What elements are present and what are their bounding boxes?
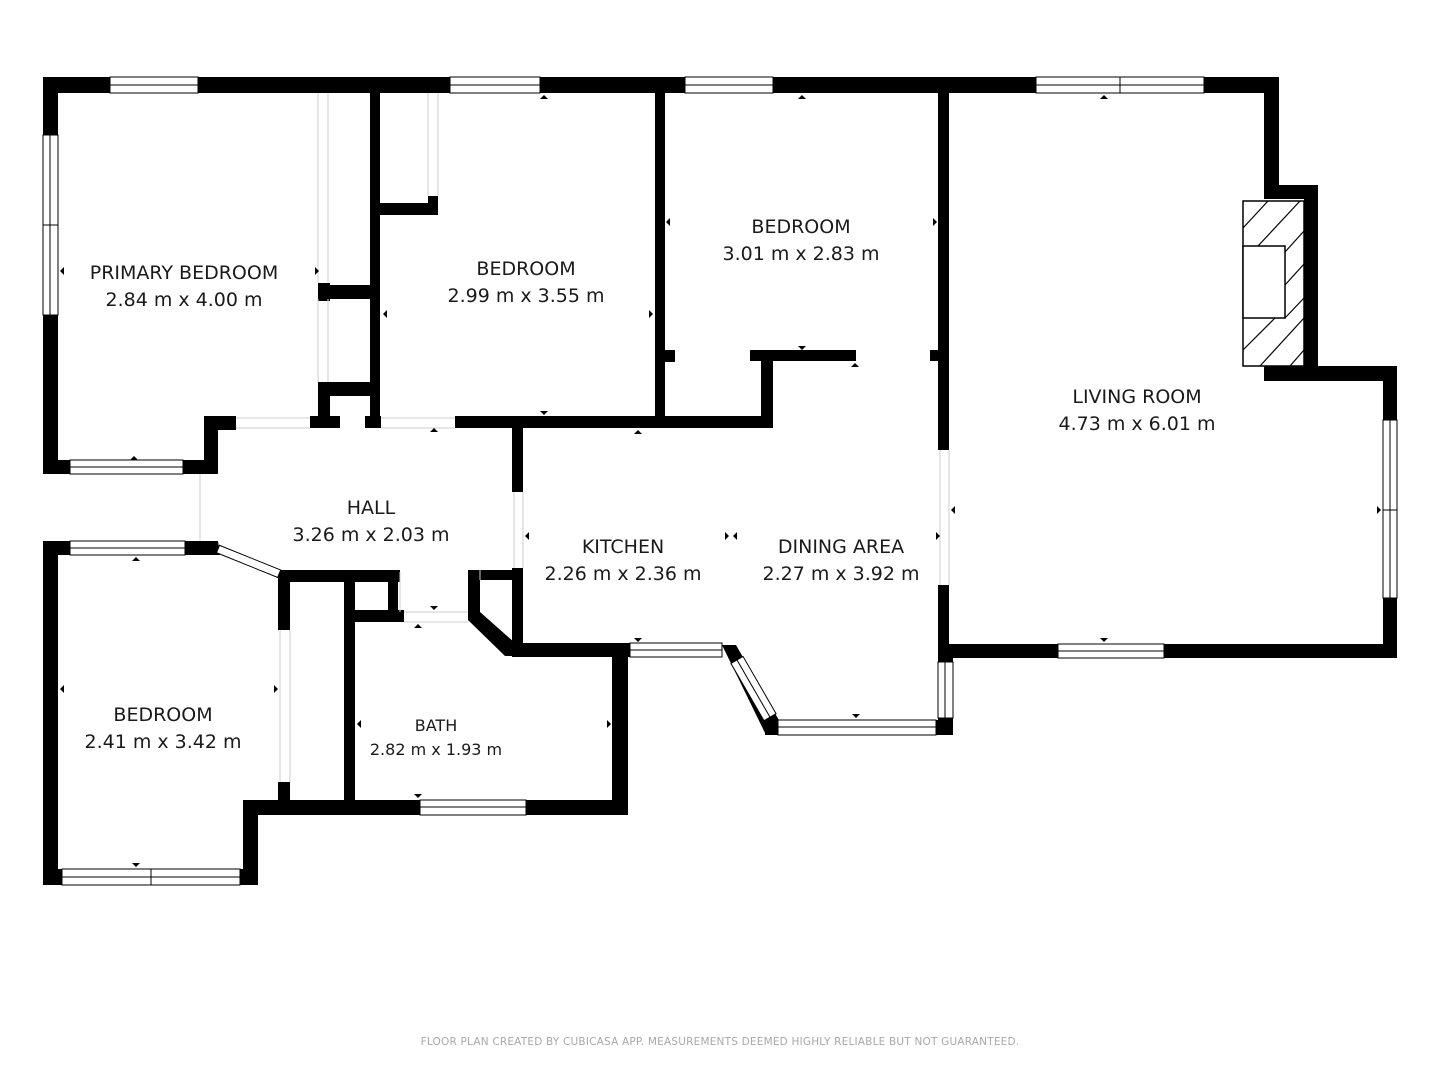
wall-hall-corner (200, 541, 220, 555)
window-bath-bottom (419, 799, 527, 816)
wall-dining-living-lower (938, 585, 949, 658)
wall-bath-left (344, 572, 355, 802)
wall-bed4-step (243, 800, 258, 885)
bedroom-3-dims: 3.01 m x 2.83 m (722, 243, 879, 265)
wall-bath-right (612, 645, 628, 815)
room-labels: PRIMARY BEDROOM 2.84 m x 4.00 m BEDROOM … (84, 216, 1215, 759)
wall-living-right-top (1264, 77, 1279, 199)
measurement-arrows (60, 95, 1381, 867)
bedroom-4-dims: 2.41 m x 3.42 m (84, 731, 241, 753)
wall-bed4-closet-v-low (278, 782, 290, 804)
hall-name: HALL (347, 497, 396, 519)
openings (199, 93, 950, 782)
wall-bed3-living-nub (930, 350, 949, 361)
bath-name: BATH (415, 716, 457, 735)
window-bed2-top (449, 76, 541, 94)
window-living-bottom (1057, 643, 1165, 659)
wall-bed4-left (43, 541, 58, 885)
wall-primary-bottom-step (204, 416, 218, 474)
wall-hall-top-1 (310, 416, 340, 428)
dining-area-dims: 2.27 m x 3.92 m (762, 563, 919, 585)
wall-bath-top-left (344, 610, 404, 622)
wall-closet-shelf-1 (318, 285, 373, 299)
window-bay-right (937, 661, 954, 719)
window-primary-top (109, 76, 199, 94)
wall-hall-kitchen-lower (512, 568, 523, 648)
window-bed3-top (684, 76, 774, 94)
wall-bath-diag (468, 570, 515, 656)
wall-bed4-closet-v (278, 570, 290, 630)
fireplace-icon (1242, 200, 1305, 367)
wall-top (43, 77, 1279, 93)
wall-bed3-closet-h (750, 350, 856, 361)
wall-bed2-closet-v (428, 196, 438, 215)
wall-chimney-right (1304, 185, 1318, 381)
bedroom-2-name: BEDROOM (476, 258, 575, 280)
wall-bath-closet-v (388, 572, 398, 612)
window-living-right (1382, 419, 1398, 599)
kitchen-name: KITCHEN (582, 536, 664, 558)
window-bay-diag (730, 655, 777, 722)
primary-bedroom-name: PRIMARY BEDROOM (90, 262, 278, 284)
wall-bed2-bottom (455, 416, 770, 428)
wall-primary-closet-v (370, 90, 380, 426)
walls (43, 77, 1397, 885)
wall-closet-shelf-2 (318, 382, 373, 396)
bedroom-4-name: BEDROOM (113, 704, 212, 726)
window-bay-bottom (777, 719, 937, 736)
kitchen-dims: 2.26 m x 2.36 m (544, 563, 701, 585)
hall-dims: 3.26 m x 2.03 m (292, 524, 449, 546)
window-primary-bottom (69, 459, 184, 475)
wall-bed3-closet-v (761, 352, 773, 428)
window-living-top (1035, 76, 1205, 94)
wall-hall-top-2 (365, 416, 381, 428)
wall-bed3-living (938, 90, 949, 450)
wall-bed3-nub (655, 350, 675, 362)
primary-bedroom-dims: 2.84 m x 4.00 m (105, 289, 262, 311)
footer-disclaimer: FLOOR PLAN CREATED BY CUBICASA APP. MEAS… (420, 1036, 1020, 1048)
wall-chimney-bottom (1264, 366, 1397, 381)
wall-hall-bottom (278, 570, 400, 582)
living-room-name: LIVING ROOM (1072, 386, 1201, 408)
windows (42, 76, 1398, 886)
bath-dims: 2.82 m x 1.93 m (370, 740, 502, 759)
wall-living-bottom (938, 644, 1397, 658)
window-bed4-top (69, 540, 186, 556)
window-bed4-bottom (61, 868, 241, 886)
living-room-dims: 4.73 m x 6.01 m (1058, 413, 1215, 435)
wall-hall-top-left (204, 416, 236, 430)
window-hall-diag (215, 544, 282, 579)
window-kitchen-bottom (629, 642, 723, 658)
wall-hall-kitchen-top (512, 426, 523, 492)
dining-area-name: DINING AREA (778, 536, 904, 558)
wall-bed2-closet-h (376, 203, 438, 215)
bedroom-3-name: BEDROOM (751, 216, 850, 238)
wall-kitchen-bottom (512, 643, 630, 657)
bedroom-2-dims: 2.99 m x 3.55 m (447, 285, 604, 307)
window-primary-left (42, 134, 59, 316)
wall-closet-post-top (318, 283, 330, 301)
wall-bath-linen (468, 570, 518, 580)
wall-bed2-bed3 (655, 90, 665, 428)
